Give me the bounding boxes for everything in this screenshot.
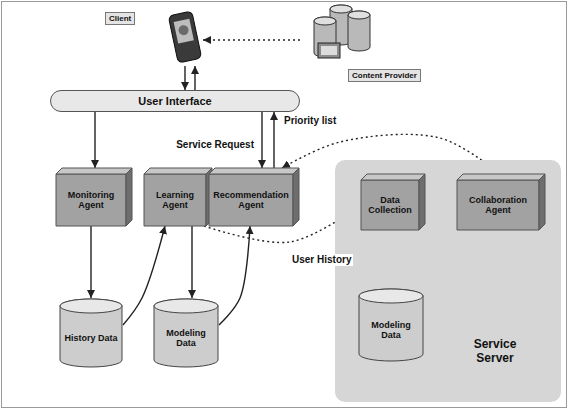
database-cylinder: History Data bbox=[59, 298, 123, 368]
connector bbox=[261, 112, 262, 168]
client-device: Client bbox=[105, 10, 203, 66]
phone-body bbox=[168, 11, 201, 63]
agent-box: Learning Agent bbox=[144, 168, 212, 226]
connector bbox=[90, 226, 91, 298]
agent-box: Recommendation Agent bbox=[209, 168, 299, 226]
connector bbox=[191, 226, 192, 298]
edge-label: User History bbox=[290, 254, 353, 266]
phone-screen bbox=[174, 19, 194, 44]
agent-side bbox=[539, 174, 545, 230]
node-label: Collaboration Agent bbox=[459, 195, 537, 216]
monitor-icon bbox=[318, 43, 340, 58]
cylinder-body bbox=[154, 299, 218, 367]
node-label: Client bbox=[105, 12, 135, 25]
node-label: Service Server bbox=[460, 338, 530, 366]
database-top bbox=[314, 17, 336, 25]
monitor-screen bbox=[321, 46, 337, 55]
node-label: Modeling Data bbox=[156, 328, 216, 349]
connector bbox=[194, 66, 195, 90]
agent-side bbox=[293, 168, 299, 226]
cylinder-body bbox=[60, 299, 122, 367]
agent-front bbox=[144, 174, 206, 226]
agent-side bbox=[419, 174, 425, 230]
database-top bbox=[348, 11, 370, 19]
agent-top bbox=[457, 174, 545, 180]
cylinder-body bbox=[359, 289, 423, 361]
server-region: Service Server Data Collection Collaborati… bbox=[335, 160, 561, 402]
phone-display bbox=[178, 24, 190, 36]
cylinder-top bbox=[60, 299, 122, 313]
database-body bbox=[314, 17, 336, 57]
agent-box: Data Collection bbox=[361, 174, 425, 230]
cylinder-top bbox=[359, 289, 423, 303]
node-label: Learning Agent bbox=[146, 190, 204, 211]
node-label: Recommendation Agent bbox=[211, 190, 291, 211]
database-cylinder: Modeling Data bbox=[358, 288, 424, 362]
agent-top bbox=[144, 168, 212, 174]
node-label: User Interface bbox=[138, 95, 211, 108]
connector bbox=[219, 226, 250, 325]
agent-top bbox=[56, 168, 132, 174]
agent-front bbox=[209, 174, 293, 226]
content-provider: Content Provider bbox=[300, 3, 435, 93]
agent-top bbox=[209, 168, 299, 174]
agent-front bbox=[56, 174, 126, 226]
node-label: History Data bbox=[64, 333, 117, 343]
agent-box: Monitoring Agent bbox=[56, 168, 132, 226]
agent-front bbox=[457, 180, 539, 230]
cylinder-top bbox=[154, 299, 218, 313]
connector bbox=[203, 39, 300, 40]
interface-band: User Interface bbox=[50, 90, 300, 112]
database-cylinder: Modeling Data bbox=[153, 298, 219, 368]
agent-side bbox=[126, 168, 132, 226]
connector bbox=[273, 112, 274, 168]
connector bbox=[184, 66, 185, 90]
node-label: Data Collection bbox=[363, 195, 417, 216]
database-top bbox=[330, 5, 352, 13]
node-label: Content Provider bbox=[348, 69, 421, 82]
edge-label: Service Request bbox=[174, 139, 256, 151]
agent-front bbox=[361, 180, 419, 230]
edge-label: Priority list bbox=[282, 115, 338, 127]
agent-box: Collaboration Agent bbox=[457, 174, 545, 230]
node-label: Modeling Data bbox=[361, 320, 421, 341]
database-body bbox=[348, 11, 370, 51]
agent-top bbox=[361, 174, 425, 180]
node-label: Monitoring Agent bbox=[58, 190, 124, 211]
connector bbox=[94, 112, 95, 168]
